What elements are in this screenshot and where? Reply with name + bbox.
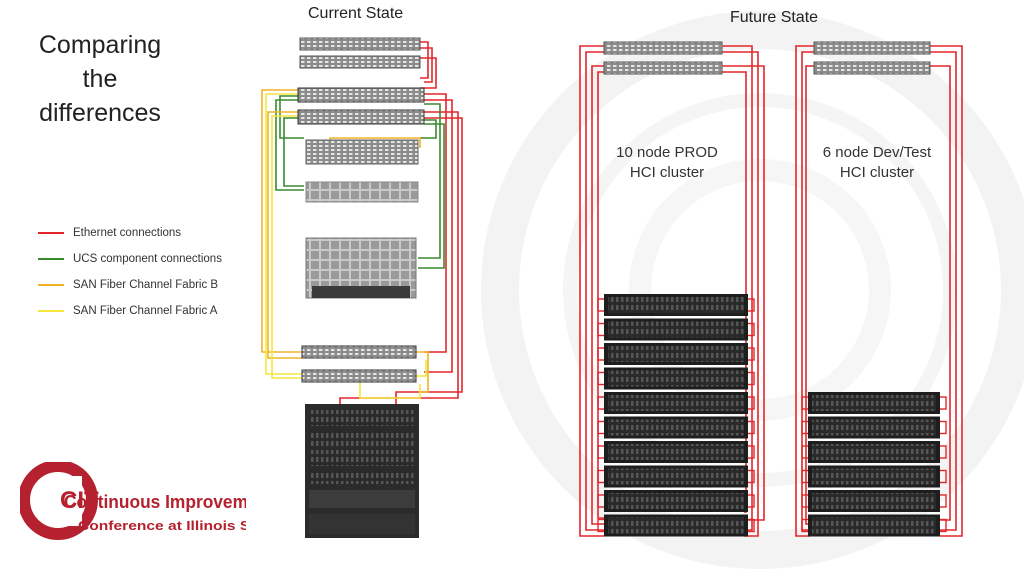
- devtest-cluster-label-line2: HCI cluster: [840, 164, 914, 181]
- devtest-switches: [813, 41, 931, 75]
- legend-item-san-b: SAN Fiber Channel Fabric B: [38, 272, 222, 298]
- prod-node-drive-bays: [608, 419, 744, 436]
- legend-item-san-a: SAN Fiber Channel Fabric A: [38, 298, 222, 324]
- prod-switch-1: [603, 41, 723, 55]
- logo-line-2: Conference at Illinois State: [78, 518, 246, 533]
- prod-node-drive-bays: [608, 346, 744, 362]
- prod-server-node: [597, 490, 755, 512]
- current-state-label: Current State: [308, 5, 404, 22]
- current-ucs-cables: [275, 95, 445, 269]
- legend-item-ethernet: Ethernet connections: [38, 220, 222, 246]
- legend-label-san-b: SAN Fiber Channel Fabric B: [73, 279, 219, 291]
- future-state-diagram: 10 node PROD HCI cluster 6 node Dev/Test…: [579, 41, 963, 537]
- prod-node-drive-bays: [608, 517, 744, 534]
- prod-node-drive-bays: [608, 493, 744, 509]
- current-switch-stack: [297, 37, 425, 383]
- switch-4: [297, 109, 425, 125]
- prod-node-drive-bays: [608, 370, 744, 387]
- array-unit-5: [309, 490, 415, 508]
- legend-swatch-san-a: [38, 310, 64, 312]
- devtest-server-node: [801, 514, 947, 537]
- prod-cluster-label-line2: HCI cluster: [630, 164, 704, 181]
- prod-server-node: [597, 318, 755, 341]
- devtest-switch-2: [813, 61, 931, 75]
- devtest-node-drive-bays: [812, 517, 936, 534]
- prod-switches: [603, 41, 723, 75]
- devtest-server-node: [801, 441, 947, 463]
- prod-node-drive-bays: [608, 395, 744, 411]
- devtest-node-stack: [801, 392, 947, 537]
- array-unit-3: [309, 450, 415, 466]
- current-san-a-cables: [265, 93, 427, 399]
- logo-ring: [20, 462, 98, 540]
- legend-swatch-ethernet: [38, 232, 64, 234]
- prod-server-node: [597, 465, 755, 488]
- prod-server-node: [597, 392, 755, 414]
- devtest-node-drive-bays: [812, 419, 936, 436]
- slide-title: Comparing the differences: [38, 31, 162, 127]
- devtest-server-node: [801, 465, 947, 488]
- switch-1: [299, 37, 421, 51]
- prod-server-node: [597, 416, 755, 439]
- devtest-server-node: [801, 392, 947, 414]
- devtest-node-drive-bays: [812, 493, 936, 509]
- prod-node-drive-bays: [608, 468, 744, 485]
- legend-label-ucs: UCS component connections: [73, 253, 222, 265]
- legend-label-san-a: SAN Fiber Channel Fabric A: [73, 305, 218, 317]
- legend-swatch-san-b: [38, 284, 64, 286]
- devtest-cluster-label-line1: 6 node Dev/Test: [823, 144, 932, 161]
- logo-ring-gap: [58, 476, 82, 526]
- array-unit-4: [309, 470, 415, 484]
- current-state-diagram: [261, 37, 463, 538]
- devtest-server-node: [801, 416, 947, 439]
- prod-switch-2: [603, 61, 723, 75]
- devtest-node-drive-bays: [812, 444, 936, 460]
- prod-server-node: [597, 343, 755, 365]
- switch-2: [299, 55, 421, 69]
- san-switch-1: [301, 345, 417, 359]
- prod-cluster-label-line1: 10 node PROD: [616, 144, 718, 161]
- prod-server-node: [597, 514, 755, 537]
- current-storage-array: [305, 404, 419, 538]
- logo-letters: CIT: [60, 487, 99, 514]
- array-unit-2: [309, 430, 415, 446]
- fabric-interconnect: [305, 139, 419, 165]
- storage-shelf: [305, 181, 419, 203]
- cii-conference-logo: CIT Continuous Improvement Conference at…: [20, 462, 246, 540]
- future-state-label: Future State: [730, 9, 819, 26]
- san-switch-2: [301, 369, 417, 383]
- legend-label-ethernet: Ethernet connections: [73, 227, 182, 239]
- prod-server-node: [597, 441, 755, 463]
- blade-chassis-base: [312, 286, 410, 298]
- legend: Ethernet connections UCS component conne…: [38, 220, 222, 324]
- devtest-node-drive-bays: [812, 395, 936, 411]
- devtest-server-node: [801, 490, 947, 512]
- legend-item-ucs: UCS component connections: [38, 246, 222, 272]
- logo-line-1: Continuous Improvement: [64, 492, 246, 512]
- current-ethernet-cables: [339, 41, 463, 412]
- prod-server-node: [597, 367, 755, 390]
- devtest-node-drive-bays: [812, 468, 936, 485]
- array-unit-1: [309, 410, 415, 426]
- prod-node-stack: [597, 294, 755, 537]
- prod-server-node: [597, 294, 755, 316]
- prod-node-drive-bays: [608, 444, 744, 460]
- legend-swatch-ucs: [38, 258, 64, 260]
- array-unit-6: [309, 514, 415, 534]
- prod-node-drive-bays: [608, 297, 744, 313]
- devtest-switch-1: [813, 41, 931, 55]
- prod-node-drive-bays: [608, 321, 744, 338]
- switch-3: [297, 87, 425, 103]
